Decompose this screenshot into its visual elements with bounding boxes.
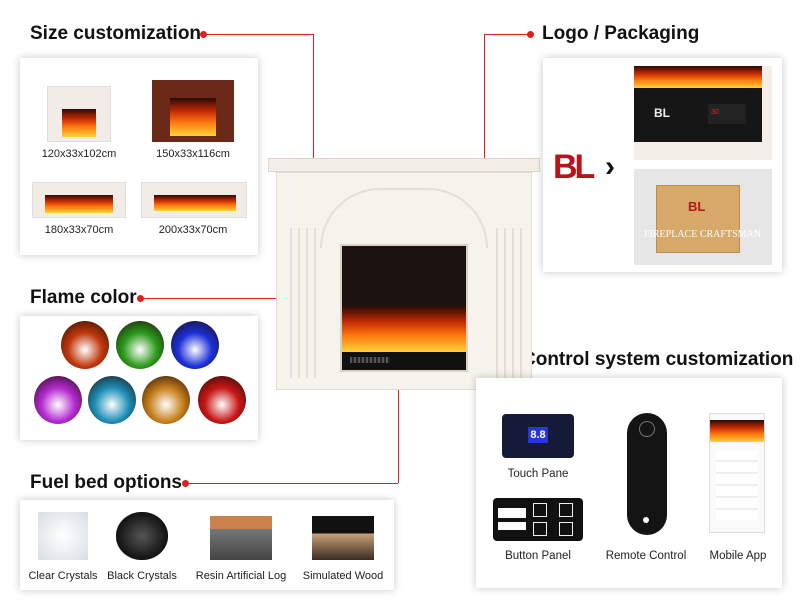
fuel-image (116, 512, 168, 560)
logo-card: BL › BL 30 BL FIREPLACE CRAFTSMAN (543, 58, 782, 272)
left-column (284, 228, 318, 378)
fuel-label: Clear Crystals (28, 570, 98, 582)
fuel-image (38, 512, 88, 560)
fuel-card: Clear Crystals Black Crystals Resin Arti… (20, 500, 394, 590)
size-label: 180x33x70cm (44, 224, 114, 236)
control-label: Remote Control (605, 550, 687, 562)
control-label: Touch Pane (507, 468, 569, 480)
size-thumb (141, 182, 247, 218)
flame-color-swatch (171, 321, 219, 369)
flame-color-swatch (116, 321, 164, 369)
fuel-label: Black Crystals (107, 570, 177, 582)
size-thumb (32, 182, 126, 218)
brand-logo: BL (553, 148, 595, 186)
size-card: 120x33x102cm 150x33x116cm 180x33x70cm 20… (20, 58, 258, 255)
flame-title: Flame color (30, 287, 137, 308)
remote-image (627, 413, 667, 535)
flame (342, 306, 466, 352)
connector-dot (200, 31, 207, 38)
connector-line (185, 483, 398, 484)
flame-color-swatch (88, 376, 136, 424)
connector-line (313, 34, 314, 183)
fireplace-product (268, 158, 540, 390)
flame-color-card (20, 316, 258, 440)
fuel-image (210, 516, 272, 560)
arrow-right-icon: › (605, 150, 615, 183)
logo-panel-image: BL 30 (634, 66, 772, 160)
watermark: FIREPLACE CRAFTSMAN (644, 229, 761, 240)
panel-display: 30 (708, 104, 746, 124)
touch-pane-image: 8.8 (502, 414, 574, 458)
connector-line (204, 34, 314, 35)
fuel-title: Fuel bed options (30, 472, 182, 493)
connector-line (484, 34, 530, 35)
fuel-label: Simulated Wood (302, 570, 384, 582)
firebox (340, 244, 468, 372)
size-thumb (47, 86, 111, 142)
size-thumb (152, 80, 234, 142)
connector-line (140, 298, 358, 299)
flame-color-swatch (61, 321, 109, 369)
control-label: Mobile App (709, 550, 767, 562)
heater-vent (350, 357, 390, 363)
connector-dot (527, 31, 534, 38)
logo-title: Logo / Packaging (542, 23, 700, 44)
mobile-app-image (709, 413, 765, 533)
right-column (490, 228, 524, 378)
control-title: Control system customization (522, 349, 794, 370)
button-panel-image (493, 498, 583, 541)
flame-color-swatch (34, 376, 82, 424)
connector-line (484, 34, 485, 183)
fuel-image (312, 516, 374, 560)
size-label: 150x33x116cm (156, 148, 230, 160)
flame-color-swatch (142, 376, 190, 424)
size-label: 120x33x102cm (41, 148, 117, 160)
control-label: Button Panel (505, 550, 571, 562)
control-strip (342, 352, 466, 370)
touch-display: 8.8 (528, 427, 548, 443)
size-title: Size customization (30, 23, 202, 44)
mantel-top (268, 158, 540, 172)
flame-color-swatch (198, 376, 246, 424)
size-label: 200x33x70cm (158, 224, 228, 236)
packaging-image: BL FIREPLACE CRAFTSMAN (634, 169, 772, 265)
fuel-label: Resin Artificial Log (195, 570, 287, 582)
control-card: 8.8 Touch Pane Button Panel Remote Contr… (476, 378, 782, 588)
connector-line (398, 345, 399, 483)
